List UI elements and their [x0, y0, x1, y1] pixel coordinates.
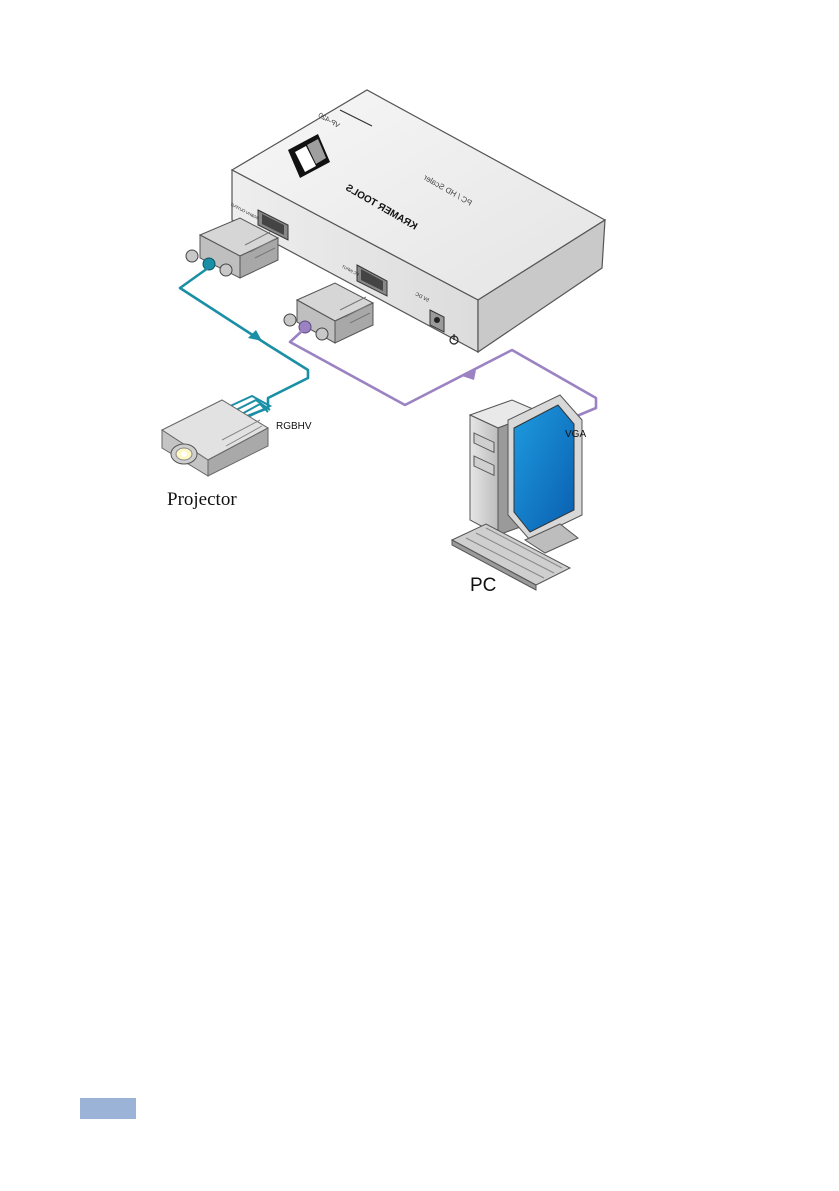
rgbhv-output-cable: [180, 268, 308, 426]
projector-icon: [162, 400, 268, 476]
projector-label: Projector: [167, 489, 237, 510]
pc-icon: [452, 395, 582, 590]
scaler-device: VP-420 PC / HD Scaler KRAMER TOOLS RGBHV…: [229, 90, 605, 352]
output-direction-arrow-icon: [248, 330, 262, 341]
page-footer-block: [80, 1098, 136, 1119]
vga-label: VGA: [565, 429, 586, 440]
pc-label: PC: [470, 575, 496, 596]
rgbhv-label: RGBHV: [276, 421, 312, 432]
